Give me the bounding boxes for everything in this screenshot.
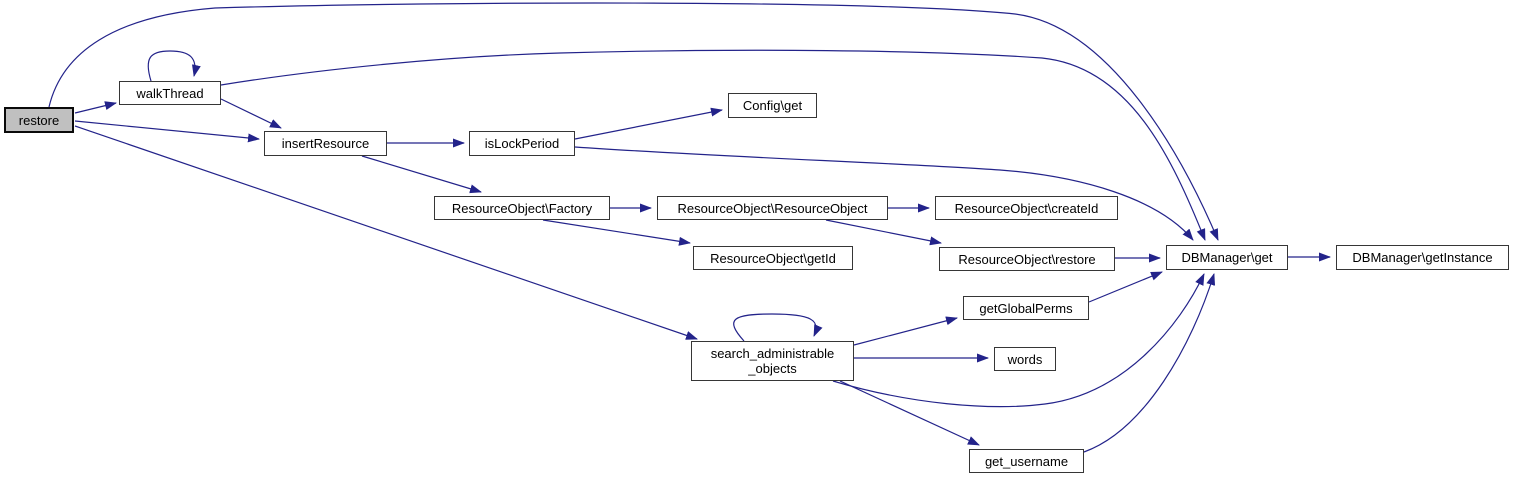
edge-walkThread-to-walkThread [147,50,201,82]
node-ro_resourceobject[interactable]: ResourceObject\ResourceObject [657,196,888,220]
node-label: walkThread [136,85,204,101]
node-ro_createid[interactable]: ResourceObject\createId [935,196,1118,220]
node-label: insertResource [281,136,370,151]
node-label: ResourceObject\restore [958,251,1096,267]
edge-restore-to-walkThread [74,101,117,114]
node-label: search_administrable _objects [710,346,835,376]
edge-getglobalperms-to-dbm_get [1088,271,1163,303]
edge-insertResource-to-ro_factory [361,155,482,194]
node-label: isLockPeriod [484,136,560,151]
edge-get_username-to-dbm_get [1083,273,1216,453]
node-walkThread[interactable]: walkThread [119,81,221,105]
node-label: ResourceObject\Factory [451,200,593,216]
edge-restore-to-search_adm [74,125,698,340]
node-ro_restore[interactable]: ResourceObject\restore [939,247,1115,271]
edge-restore-to-dbm_get [48,2,1219,241]
node-label: getGlobalPerms [979,300,1073,316]
edge-restore-to-insertResource [74,120,260,143]
edge-ro_factory-to-ro_getid [542,219,691,246]
node-words[interactable]: words [994,347,1056,371]
node-label: DBManager\get [1181,250,1273,265]
node-getglobalperms[interactable]: getGlobalPerms [963,296,1089,320]
node-isLockPeriod[interactable]: isLockPeriod [469,131,575,156]
node-insertResource[interactable]: insertResource [264,131,387,156]
edge-ro_resourceobject-to-ro_restore [825,219,942,246]
edge-search_adm-to-get_username [839,380,980,446]
node-label: ResourceObject\getId [710,250,836,266]
node-search_adm[interactable]: search_administrable _objects [691,341,854,381]
node-label: get_username [984,453,1069,469]
node-dbm_get[interactable]: DBManager\get [1166,245,1288,270]
node-config_get[interactable]: Config\get [728,93,817,118]
node-ro_getid[interactable]: ResourceObject\getId [693,246,853,270]
node-label: words [1007,351,1043,367]
node-label: ResourceObject\createId [954,200,1099,216]
edge-walkThread-to-insertResource [220,98,282,129]
node-label: ResourceObject\ResourceObject [677,200,868,216]
edge-isLockPeriod-to-dbm_get [574,146,1194,241]
node-label: restore [18,112,60,128]
edge-isLockPeriod-to-config_get [574,107,723,140]
edge-search_adm-to-dbm_get [832,273,1205,408]
node-dbm_getinstance[interactable]: DBManager\getInstance [1336,245,1509,270]
node-get_username[interactable]: get_username [969,449,1084,473]
node-label: DBManager\getInstance [1352,250,1493,265]
edge-search_adm-to-search_adm [733,313,823,342]
edges-group [48,2,1331,453]
node-restore[interactable]: restore [4,107,74,133]
edge-walkThread-to-dbm_get [220,49,1206,241]
node-ro_factory[interactable]: ResourceObject\Factory [434,196,610,220]
edge-search_adm-to-getglobalperms [853,316,958,346]
node-label: Config\get [742,98,803,113]
